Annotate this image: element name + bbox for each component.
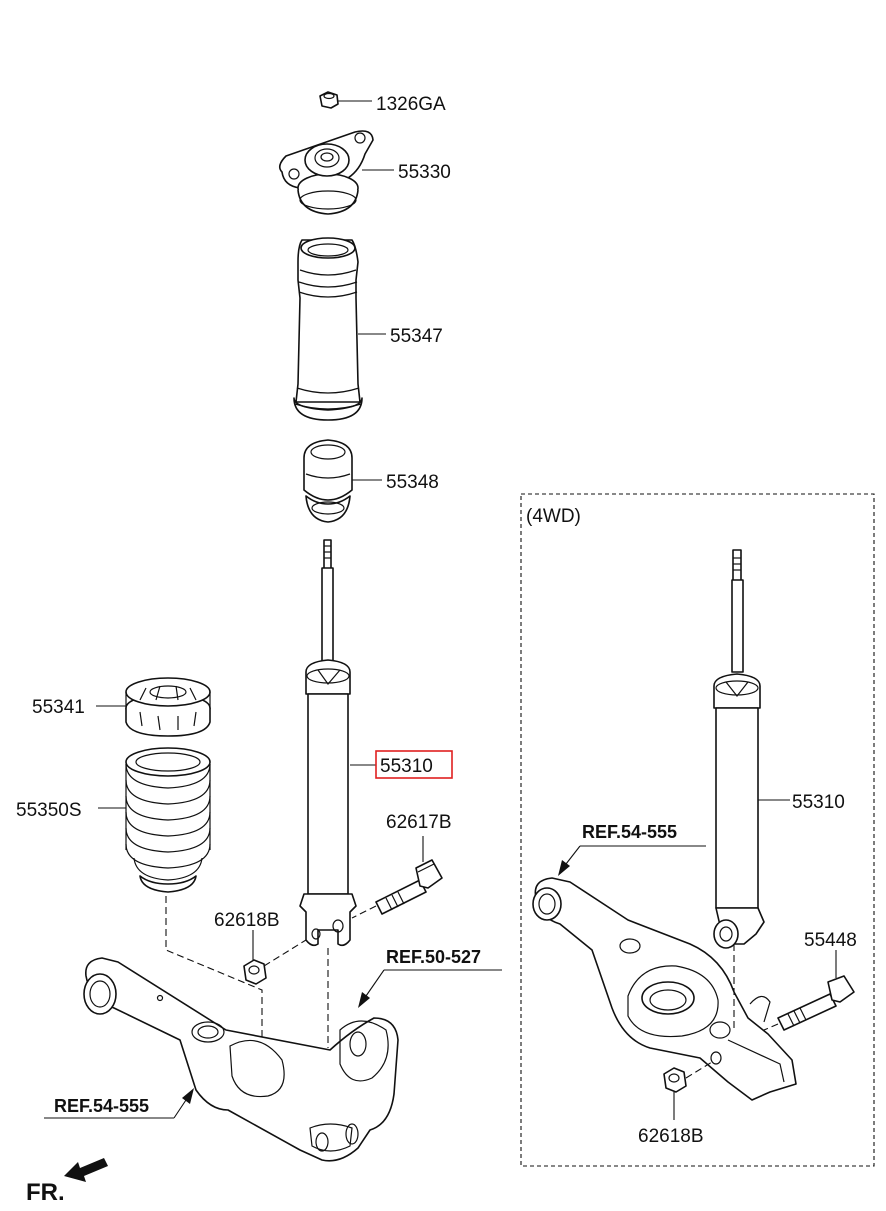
nut-62618b[interactable] [243, 959, 267, 985]
bolt-55448[interactable] [777, 975, 855, 1031]
shock-absorber-55310-4wd[interactable] [713, 549, 765, 949]
spring-pad-55341[interactable] [125, 677, 211, 737]
front-direction-arrow-icon [64, 1158, 108, 1182]
label-fr: FR. [26, 1179, 65, 1206]
nut-1326ga[interactable] [319, 91, 339, 109]
label-62618b-4wd[interactable]: 62618B [638, 1126, 704, 1147]
dust-cover-55347[interactable] [293, 237, 363, 421]
label-55310-4wd[interactable]: 55310 [792, 792, 845, 813]
label-55330[interactable]: 55330 [398, 162, 451, 183]
strut-mount-55330[interactable] [278, 130, 374, 215]
highlight-box-55310 [375, 750, 453, 779]
nut-62618b-4wd[interactable] [663, 1067, 687, 1093]
label-55448[interactable]: 55448 [804, 930, 857, 951]
inset-title-4wd: (4WD) [526, 506, 581, 527]
label-1326ga[interactable]: 1326GA [376, 94, 446, 115]
coil-spring-55350s[interactable] [125, 747, 211, 893]
4wd-inset-border [520, 493, 875, 1167]
rear-lower-arm-assembly[interactable] [83, 957, 399, 1162]
label-ref-54-555-main[interactable]: REF.54-555 [54, 1096, 149, 1116]
bolt-62617b[interactable] [375, 859, 443, 915]
label-55341[interactable]: 55341 [32, 697, 85, 718]
label-62617b[interactable]: 62617B [386, 812, 452, 833]
rear-lower-arm-4wd[interactable] [532, 877, 797, 1101]
shock-absorber-55310[interactable] [299, 539, 357, 947]
label-55310-main[interactable]: 55310 [380, 756, 433, 777]
bump-stopper-55348[interactable] [303, 439, 353, 523]
label-55350s[interactable]: 55350S [16, 800, 82, 821]
label-62618b-main[interactable]: 62618B [214, 910, 280, 931]
label-55347[interactable]: 55347 [390, 326, 443, 347]
label-55348[interactable]: 55348 [386, 472, 439, 493]
label-ref-54-555-4wd[interactable]: REF.54-555 [582, 822, 677, 842]
label-ref-50-527[interactable]: REF.50-527 [386, 947, 481, 967]
